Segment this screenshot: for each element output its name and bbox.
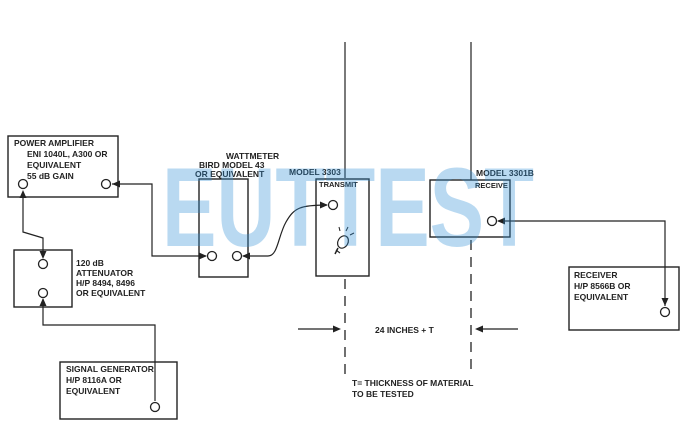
attenuator-label-3: H/P 8494, 8496 <box>76 278 135 288</box>
transmit-antenna-port <box>327 199 339 211</box>
power-amplifier-box <box>7 135 119 198</box>
attenuator-generator-cable <box>42 299 156 401</box>
wattmeter-transmit-cable <box>243 204 328 257</box>
receive-antenna-box <box>429 179 511 238</box>
power-amplifier-label-2: ENI 1040L, A300 OR <box>27 149 107 159</box>
signal-generator-output-port <box>149 401 161 413</box>
note-line-2: TO BE TESTED <box>352 389 414 399</box>
wattmeter-label-1: WATTMETER <box>226 151 279 161</box>
attenuator-top-port <box>37 258 49 270</box>
receiver-input-port <box>659 306 671 318</box>
receiver-box <box>568 266 680 331</box>
power-amplifier-input-port <box>17 178 29 190</box>
transmit-antenna-box <box>315 178 370 277</box>
receiver-input-arrowhead <box>661 298 669 306</box>
attenuator-label-4: OR EQUIVALENT <box>76 288 146 298</box>
wattmeter-input-arrowhead <box>199 252 207 260</box>
transmit-input-arrowhead <box>320 201 328 209</box>
amplifier-output-arrowhead <box>112 180 120 188</box>
amplifier-wattmeter-cable <box>112 183 206 257</box>
amplifier-input-arrowhead <box>19 190 27 198</box>
attenuator-bottom-port <box>37 287 49 299</box>
wattmeter-box <box>198 178 249 278</box>
wattmeter-output-arrowhead <box>242 252 250 260</box>
signal-generator-box <box>59 361 178 420</box>
receive-antenna-port <box>486 215 498 227</box>
amplifier-attenuator-cable <box>22 197 44 255</box>
signal-generator-label-2: H/P 8116A OR <box>66 375 122 385</box>
receive-model-label: MODEL 3301B <box>476 168 534 178</box>
power-amplifier-label-3: EQUIVALENT <box>27 160 82 170</box>
power-amplifier-label-1: POWER AMPLIFIER <box>14 138 94 148</box>
wattmeter-label-3: OR EQUIVALENT <box>195 169 265 179</box>
receiver-label-3: EQUIVALENT <box>574 292 629 302</box>
distance-label: 24 INCHES + T <box>375 325 435 335</box>
power-amplifier-output-port <box>100 178 112 190</box>
wattmeter-label-2: BIRD MODEL 43 <box>199 160 265 170</box>
wattmeter-input-port <box>206 250 218 262</box>
attenuator-label-1: 120 dB <box>76 258 104 268</box>
signal-generator-label-1: SIGNAL GENERATOR <box>66 364 154 374</box>
watermark-text: EUTTEST <box>162 145 534 270</box>
left-dimension-arrowhead <box>333 325 341 333</box>
wattmeter-output-port <box>231 250 243 262</box>
attenuator-input-arrowhead <box>39 251 47 259</box>
receiver-label-1: RECEIVER <box>574 270 617 280</box>
attenuator-label-2: ATTENUATOR <box>76 268 133 278</box>
power-amplifier-label-4: 55 dB GAIN <box>27 171 74 181</box>
receive-label: RECEIVE <box>475 181 508 190</box>
receive-receiver-cable <box>498 220 666 306</box>
signal-generator-label-3: EQUIVALENT <box>66 386 121 396</box>
note-line-1: T= THICKNESS OF MATERIAL <box>352 378 473 388</box>
receive-output-arrowhead <box>497 217 505 225</box>
receiver-label-2: H/P 8566B OR <box>574 281 631 291</box>
light-bulb-icon <box>334 226 355 255</box>
attenuator-bottom-arrowhead <box>39 298 47 306</box>
transmit-label: TRANSMIT <box>319 180 358 189</box>
transmit-model-label: MODEL 3303 <box>289 167 341 177</box>
right-dimension-arrowhead <box>475 325 483 333</box>
